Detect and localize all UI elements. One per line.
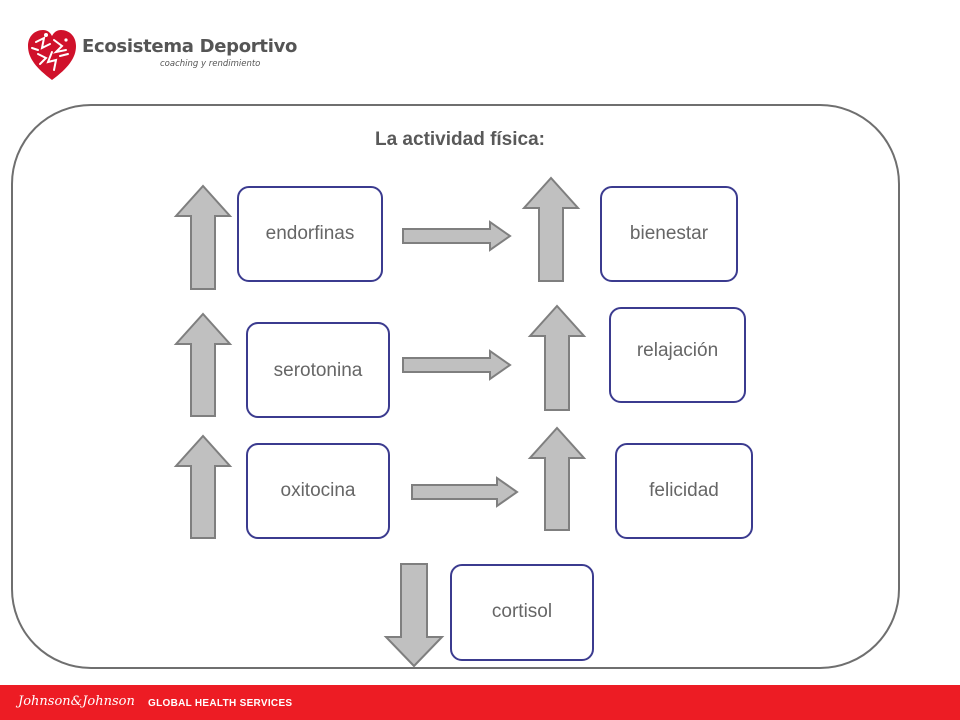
up-arrow-felicidad	[527, 426, 587, 531]
down-arrow-cortisol	[383, 563, 445, 668]
box-serotonina: serotonina	[246, 322, 390, 418]
logo-name: Ecosistema Deportivo	[82, 36, 298, 57]
logo: Ecosistema Deportivo coaching y rendimie…	[26, 28, 297, 84]
up-arrow-serotonina	[173, 312, 233, 417]
footer-brand-logo: Johnson&Johnson	[18, 694, 135, 709]
up-arrow-oxitocina	[173, 434, 233, 539]
box-bienestar: bienestar	[600, 186, 738, 282]
diagram-title: La actividad física:	[374, 129, 545, 150]
right-arrow-serotonina	[402, 349, 512, 381]
up-arrow-endorfinas	[173, 184, 233, 290]
box-felicidad: felicidad	[615, 443, 753, 539]
logo-tagline: coaching y rendimiento	[160, 59, 261, 69]
diagram-frame	[11, 104, 900, 669]
footer-bar: Johnson&Johnson GLOBAL HEALTH SERVICES	[0, 685, 960, 720]
box-relajacion: relajación	[609, 307, 746, 403]
up-arrow-relajacion	[527, 304, 587, 411]
box-oxitocina: oxitocina	[246, 443, 390, 539]
box-endorfinas: endorfinas	[237, 186, 383, 282]
right-arrow-endorfinas	[402, 220, 512, 252]
right-arrow-oxitocina	[411, 476, 519, 508]
box-cortisol: cortisol	[450, 564, 594, 661]
up-arrow-bienestar	[521, 176, 581, 282]
footer-text: GLOBAL HEALTH SERVICES	[148, 698, 293, 709]
heart-logo-icon	[28, 30, 76, 80]
